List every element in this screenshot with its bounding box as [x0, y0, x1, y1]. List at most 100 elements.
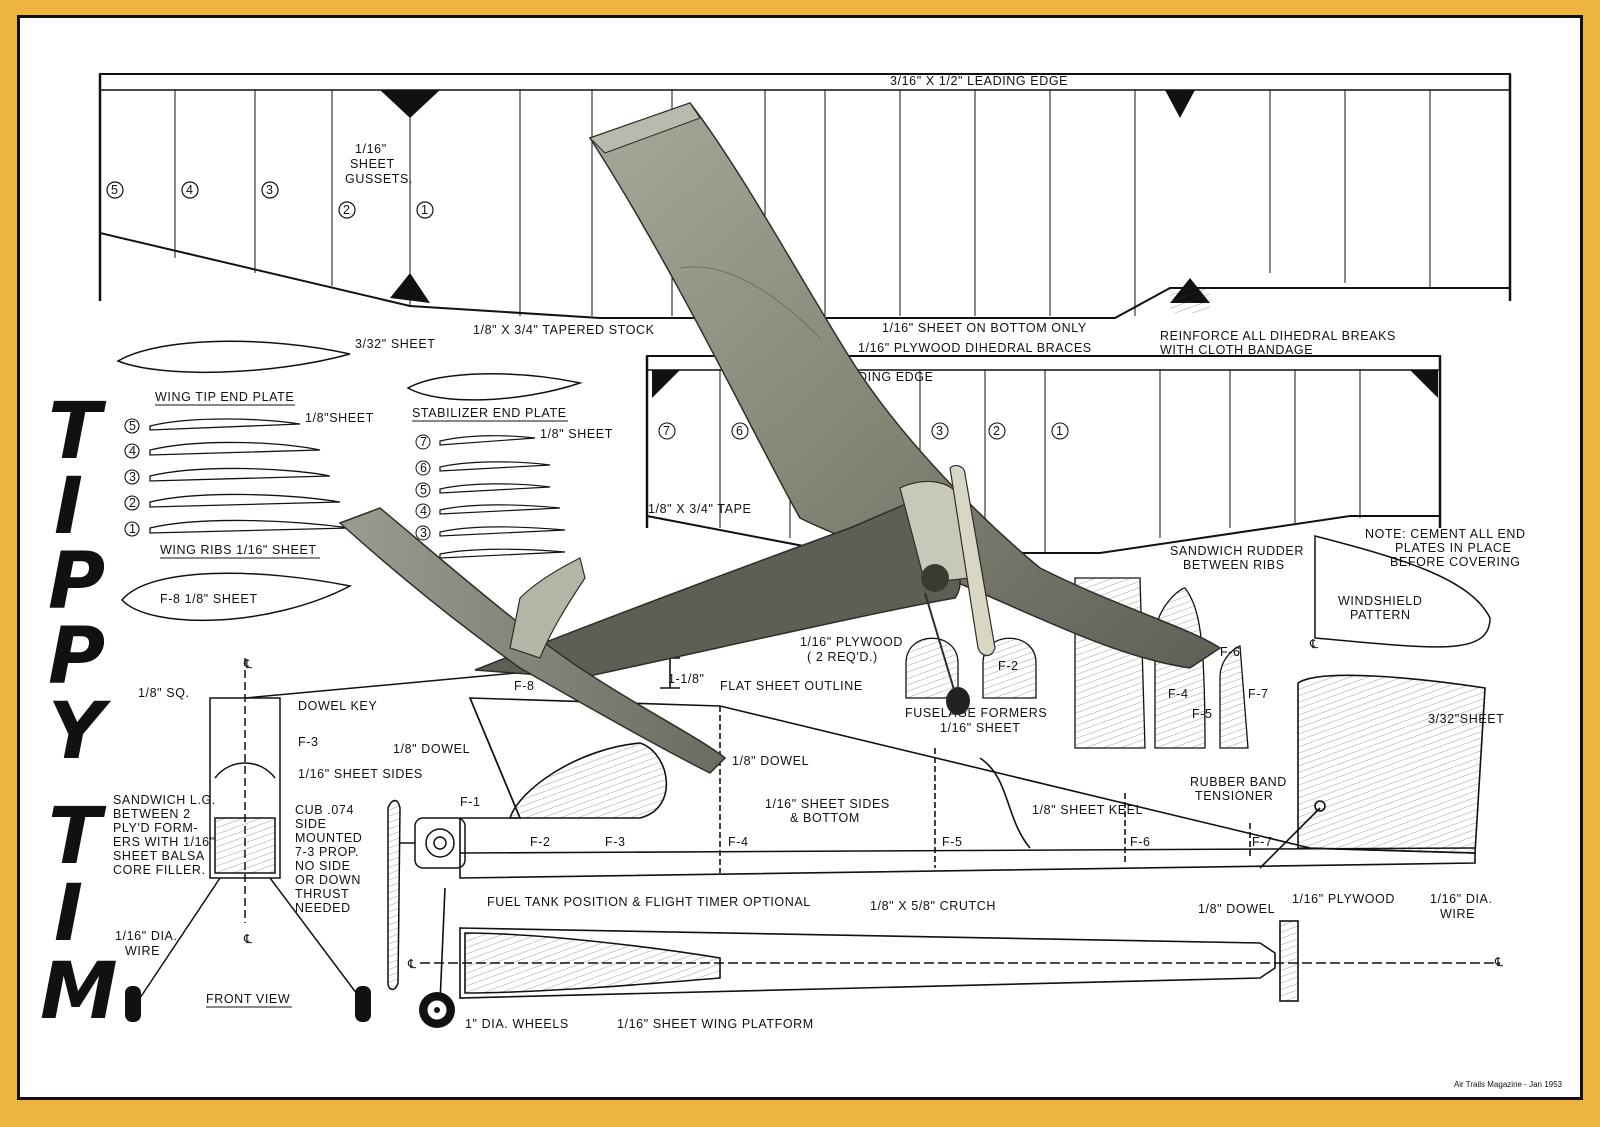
sheet-3-32-label: 3/32" SHEET	[355, 337, 436, 351]
stab-rib-sheet-label: 1/8" SHEET	[540, 427, 613, 441]
dia-wire-left-1: 1/16" DIA.	[115, 929, 178, 943]
svg-text:P: P	[48, 612, 105, 702]
stab-rib-4: 4	[420, 504, 428, 518]
sandwich-rudder-label-1: SANDWICH RUDDER	[1170, 544, 1304, 558]
wing-platform-label: 1/16" SHEET WING PLATFORM	[617, 1017, 814, 1031]
plan-drawing: 5 4 3 2 1 3/16" X 1/2" LEADING EDGE 1/16…	[40, 73, 1526, 1037]
centerline-top-left: ℄	[407, 957, 417, 971]
fuse-f2-label: F-2	[530, 835, 551, 849]
svg-text:CORE FILLER.: CORE FILLER.	[113, 863, 206, 877]
svg-text:Y: Y	[48, 687, 112, 777]
rib-list-2: 2	[129, 496, 137, 510]
gusset-size-label: 1/16"	[355, 142, 387, 156]
stab-top-1: 1	[1056, 424, 1064, 438]
former-f6-label: F-6	[1220, 645, 1241, 659]
dia-wire-right-2: WIRE	[1440, 907, 1475, 921]
rib-list-3: 3	[129, 470, 137, 484]
reinforce-label-1: REINFORCE ALL DIHEDRAL BREAKS	[1160, 329, 1396, 343]
svg-text:CUB .074: CUB .074	[295, 803, 354, 817]
fuel-tank-label: FUEL TANK POSITION & FLIGHT TIMER OPTION…	[487, 895, 811, 909]
dim-1-1-8-label: 1-1/8"	[668, 672, 705, 686]
sides-bottom-label-1: 1/16" SHEET SIDES	[765, 797, 890, 811]
front-f3-label: F-3	[298, 735, 319, 749]
reinforce-label-2: WITH CLOTH BANDAGE	[1160, 343, 1313, 357]
windshield-label-1: WINDSHIELD	[1338, 594, 1422, 608]
centerline-front-top: ℄	[243, 657, 253, 671]
sandwich-rudder-label-2: BETWEEN RIBS	[1183, 558, 1285, 572]
svg-text:I: I	[54, 869, 83, 959]
stab-rib-3: 3	[420, 526, 428, 540]
former-f5-label: F-5	[1192, 707, 1213, 721]
note-label-1: NOTE: CEMENT ALL END	[1365, 527, 1526, 541]
centerline-top-right: ℄	[1494, 955, 1504, 969]
stab-tapered-label: 1/8" X 3/4" TAPE	[648, 502, 751, 516]
plan-sheet: 5 4 3 2 1 3/16" X 1/2" LEADING EDGE 1/16…	[17, 15, 1583, 1100]
dowel-tail-label: 1/8" DOWEL	[1198, 902, 1275, 916]
former-f2-label: F-2	[998, 659, 1019, 673]
gusset-word-label: GUSSETS.	[345, 172, 413, 186]
rib-number-5: 5	[111, 183, 119, 197]
rubber-band-label-2: TENSIONER	[1195, 789, 1273, 803]
rib-list-5: 5	[129, 419, 137, 433]
sheet-keel-label: 1/8" SHEET KEEL	[1032, 803, 1143, 817]
magazine-credit: Air Trails Magazine - Jan 1953	[1453, 1080, 1562, 1089]
fuse-f7-label: F-7	[1252, 835, 1273, 849]
formers-label-1: FUSELAGE FORMERS	[905, 706, 1047, 720]
formers-label-2: 1/16" SHEET	[940, 721, 1021, 735]
centerline-symbol: ℄	[1309, 637, 1319, 651]
plywood-label-2: ( 2 REQ'D.)	[807, 650, 878, 664]
plywood-tail-label: 1/16" PLYWOOD	[1292, 892, 1395, 906]
side-f8-label: F-8	[514, 679, 535, 693]
stab-top-6: 6	[736, 424, 744, 438]
note-label-2: PLATES IN PLACE	[1395, 541, 1511, 555]
svg-text:T: T	[48, 792, 107, 882]
former-f7-label: F-7	[1248, 687, 1269, 701]
sandwich-lg-label: SANDWICH L.G. BETWEEN 2 PLY'D FORM- ERS …	[113, 793, 215, 877]
dihedral-braces-label: 1/16" PLYWOOD DIHEDRAL BRACES	[858, 341, 1092, 355]
propeller-engine	[387, 799, 466, 991]
rudder-sheet-label: 3/32"SHEET	[1428, 712, 1504, 726]
svg-text:BETWEEN 2: BETWEEN 2	[113, 807, 191, 821]
rib-list-1: 1	[129, 522, 137, 536]
wing-ribs-label: WING RIBS 1/16" SHEET	[160, 543, 317, 557]
stab-top-7: 7	[663, 424, 671, 438]
dia-wire-right-1: 1/16" DIA.	[1430, 892, 1493, 906]
rib-sheet-label: 1/8"SHEET	[305, 411, 374, 425]
plywood-label-1: 1/16" PLYWOOD	[800, 635, 903, 649]
crutch-label: 1/8" X 5/8" CRUTCH	[870, 899, 996, 913]
rib-number-4: 4	[186, 183, 194, 197]
stab-top-3: 3	[936, 424, 944, 438]
svg-text:PLY'D FORM-: PLY'D FORM-	[113, 821, 198, 835]
svg-text:ERS WITH 1/16": ERS WITH 1/16"	[113, 835, 215, 849]
side-wheel	[419, 992, 455, 1028]
fuselage-side-view	[459, 657, 1476, 879]
sides-bottom-label-2: & BOTTOM	[790, 811, 860, 825]
dowel-mid-label: 1/8" DOWEL	[732, 754, 809, 768]
fuse-f6-label: F-6	[1130, 835, 1151, 849]
svg-text:P: P	[48, 537, 105, 627]
flat-sheet-label: FLAT SHEET OUTLINE	[720, 679, 863, 693]
stab-rib-6: 6	[420, 461, 428, 475]
leading-edge-label: 3/16" X 1/2" LEADING EDGE	[890, 74, 1068, 88]
front-view-label: FRONT VIEW	[206, 992, 290, 1006]
sq-1-8-label: 1/8" SQ.	[138, 686, 190, 700]
stab-ribs	[439, 435, 566, 559]
fuselage-top-view	[420, 887, 1500, 1004]
sheet-sides-label: 1/16" SHEET SIDES	[298, 767, 423, 781]
svg-text:NEEDED: NEEDED	[295, 901, 351, 915]
svg-text:T: T	[48, 387, 107, 477]
wheels-label: 1" DIA. WHEELS	[465, 1017, 569, 1031]
fuse-f3-label: F-3	[605, 835, 626, 849]
wing-plan	[98, 73, 1512, 319]
svg-text:I: I	[54, 462, 83, 552]
windshield-pattern-shape	[1314, 535, 1491, 648]
svg-text:OR DOWN: OR DOWN	[295, 873, 361, 887]
stab-leading-edge-label: DING EDGE	[858, 370, 934, 384]
svg-text:NO SIDE: NO SIDE	[295, 859, 351, 873]
former-f8-shape	[121, 572, 353, 622]
wing-tip-end-plate-shape	[116, 340, 583, 401]
stab-top-2: 2	[993, 424, 1001, 438]
stab-rib-7: 7	[420, 435, 428, 449]
windshield-label-2: PATTERN	[1350, 608, 1411, 622]
centerline-front-bottom: ℄	[243, 932, 253, 946]
